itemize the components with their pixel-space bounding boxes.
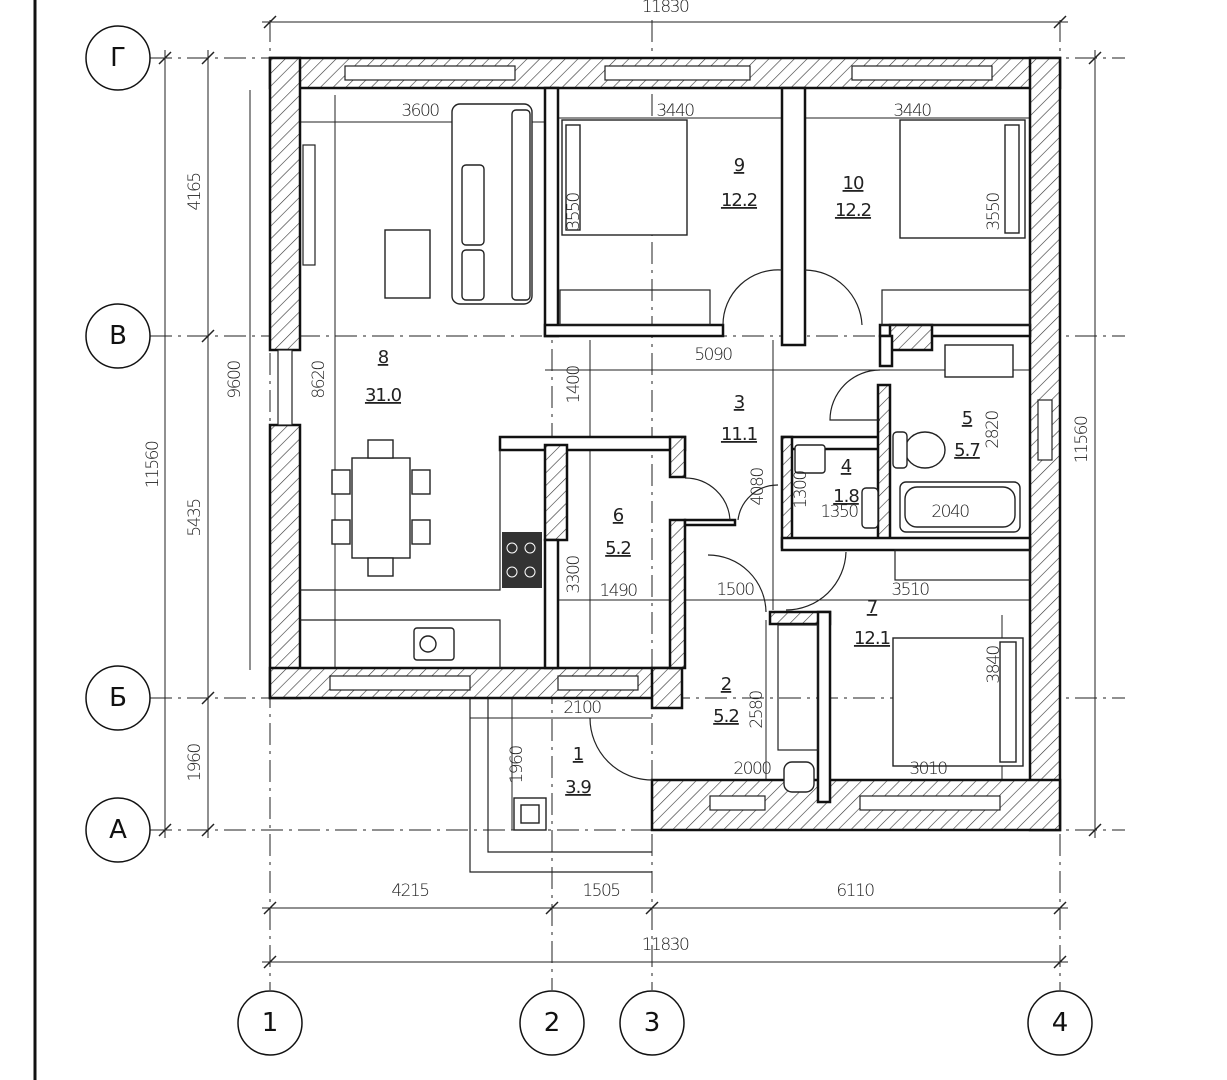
room-area: 12.1 — [854, 628, 890, 649]
room-area: 31.0 — [365, 385, 402, 406]
svg-text:Б: Б — [109, 683, 127, 713]
svg-text:1960: 1960 — [185, 744, 205, 782]
axis-row-marker — [85, 25, 151, 91]
windows — [277, 65, 1053, 811]
svg-text:А: А — [109, 815, 127, 845]
room-number: 9 — [734, 155, 745, 176]
room-number: 7 — [867, 597, 877, 618]
svg-text:2580: 2580 — [747, 691, 767, 729]
room-area: 12.2 — [721, 190, 757, 211]
svg-text:5090: 5090 — [694, 345, 732, 365]
svg-text:3840: 3840 — [984, 646, 1004, 684]
room-number: 1 — [573, 744, 583, 765]
bed-10 — [899, 119, 1026, 239]
room-number: 6 — [613, 505, 624, 526]
room-area: 1.8 — [833, 486, 859, 507]
svg-text:11560: 11560 — [1072, 416, 1092, 463]
room-area: 5.2 — [605, 538, 631, 559]
svg-text:Г: Г — [110, 43, 126, 73]
room-number: 4 — [841, 456, 852, 477]
svg-text:3300: 3300 — [564, 556, 584, 594]
room-number: 8 — [378, 347, 389, 368]
svg-text:5435: 5435 — [185, 499, 205, 536]
room-area: 3.9 — [565, 777, 591, 798]
svg-text:3: 3 — [644, 1008, 661, 1038]
svg-text:8620: 8620 — [309, 361, 329, 399]
svg-text:1500: 1500 — [716, 580, 754, 600]
doors — [589, 269, 881, 781]
room-area: 5.7 — [954, 440, 980, 461]
stove-icon — [502, 532, 542, 588]
dimension-labels: 11830 11830 4215 1505 6110 4165 5435 196… — [143, 0, 1092, 955]
svg-text:В: В — [109, 321, 127, 351]
svg-text:2100: 2100 — [563, 698, 601, 718]
axis-markers: Г В Б А 1 2 3 4 — [85, 25, 1093, 1056]
axis-row-marker — [85, 665, 151, 731]
svg-text:1960: 1960 — [507, 746, 527, 784]
kitchen-counter — [300, 450, 501, 591]
room-labels: 1 3.9 2 5.2 3 11.1 4 1.8 5 5.7 6 5.2 7 1… — [365, 155, 981, 798]
svg-text:1490: 1490 — [599, 581, 637, 601]
room-number: 3 — [734, 392, 745, 413]
svg-text:2000: 2000 — [733, 759, 771, 779]
bed-9 — [561, 119, 688, 236]
svg-text:2040: 2040 — [931, 502, 969, 522]
svg-text:11560: 11560 — [143, 441, 163, 488]
axis-col-marker — [619, 990, 685, 1056]
svg-text:9600: 9600 — [225, 361, 245, 399]
svg-text:4165: 4165 — [185, 173, 205, 210]
room-area: 5.2 — [713, 706, 739, 727]
svg-text:3010: 3010 — [909, 759, 947, 779]
shower-tray — [783, 761, 815, 793]
room-number: 5 — [962, 408, 972, 429]
room-area: 12.2 — [835, 200, 871, 221]
axis-col-marker — [237, 990, 303, 1056]
svg-text:2820: 2820 — [983, 411, 1003, 449]
svg-text:4080: 4080 — [748, 468, 768, 506]
toilet — [904, 431, 946, 469]
svg-text:2: 2 — [544, 1008, 561, 1038]
dining-table — [351, 457, 411, 559]
svg-text:1300: 1300 — [791, 471, 811, 509]
room-number: 10 — [843, 173, 864, 194]
axis-row-marker — [85, 303, 151, 369]
svg-text:3440: 3440 — [893, 101, 931, 121]
wardrobe — [777, 624, 819, 751]
room-area: 11.1 — [721, 424, 757, 445]
svg-text:3600: 3600 — [401, 101, 439, 121]
svg-text:1: 1 — [262, 1008, 279, 1038]
svg-text:11830: 11830 — [642, 0, 689, 17]
axis-row-marker — [85, 797, 151, 863]
svg-text:3440: 3440 — [656, 101, 694, 121]
svg-text:4: 4 — [1052, 1008, 1069, 1038]
coffee-table — [384, 229, 431, 299]
svg-text:1350: 1350 — [820, 502, 858, 522]
svg-text:3510: 3510 — [891, 580, 929, 600]
washbasin — [944, 344, 1014, 378]
interior-walls — [498, 86, 1032, 804]
svg-text:1400: 1400 — [564, 366, 584, 404]
svg-text:4215: 4215 — [391, 881, 428, 901]
svg-text:6110: 6110 — [836, 881, 874, 901]
furniture — [300, 103, 1031, 831]
room-number: 2 — [721, 674, 731, 695]
svg-text:1505: 1505 — [582, 881, 619, 901]
axis-col-marker — [519, 990, 585, 1056]
svg-text:3550: 3550 — [984, 193, 1004, 231]
svg-text:11830: 11830 — [642, 935, 689, 955]
svg-text:3550: 3550 — [564, 193, 584, 231]
wc-sink — [794, 444, 826, 474]
axis-col-marker — [1027, 990, 1093, 1056]
